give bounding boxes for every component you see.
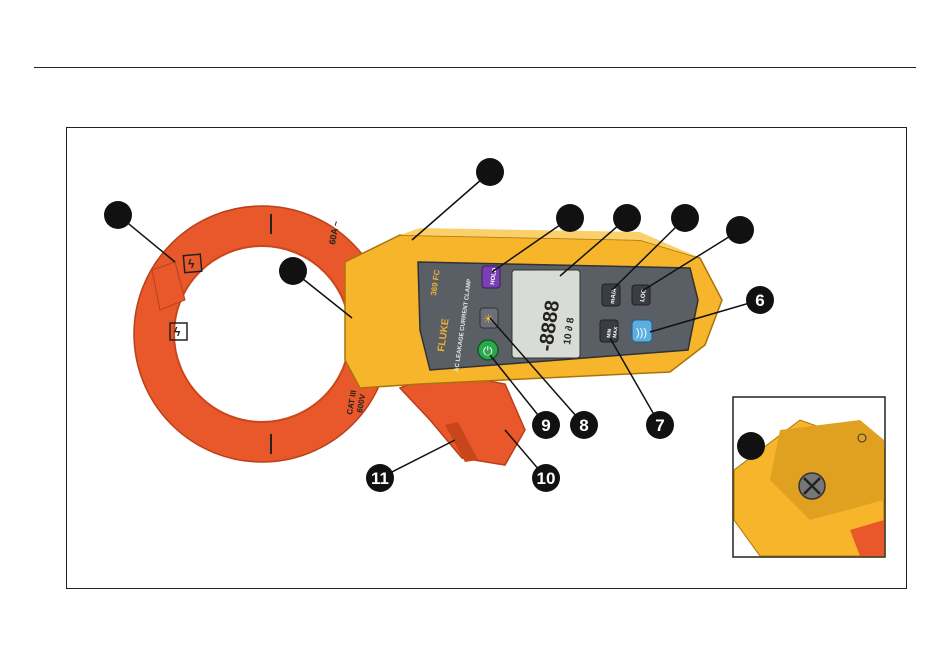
svg-text:ϟ: ϟ: [174, 325, 181, 339]
svg-text:7: 7: [655, 416, 664, 435]
callout-11: 11: [366, 464, 394, 492]
wireless-icon: ))): [636, 327, 647, 339]
callout-10: 10: [532, 464, 560, 492]
callout-6: 6: [746, 286, 774, 314]
hold-button[interactable]: HOLD: [482, 266, 500, 288]
power-button[interactable]: ⏻: [478, 340, 498, 360]
range-button[interactable]: mA/A: [602, 284, 620, 306]
svg-text:6: 6: [755, 291, 764, 310]
svg-text:10: 10: [537, 469, 556, 488]
callout-9: 9: [532, 411, 560, 439]
svg-text:11: 11: [371, 469, 389, 488]
svg-text:9: 9: [541, 416, 550, 435]
sun-icon: ☀: [483, 312, 494, 326]
svg-text:8: 8: [579, 416, 588, 435]
callout-8: 8: [570, 411, 598, 439]
meter-body: [345, 228, 722, 388]
callout-7: 7: [646, 411, 674, 439]
battery-door-inset: [733, 397, 885, 557]
jaw-trigger[interactable]: [400, 372, 525, 465]
svg-text:ϟ: ϟ: [188, 257, 195, 271]
wireless-button[interactable]: ))): [632, 320, 652, 342]
